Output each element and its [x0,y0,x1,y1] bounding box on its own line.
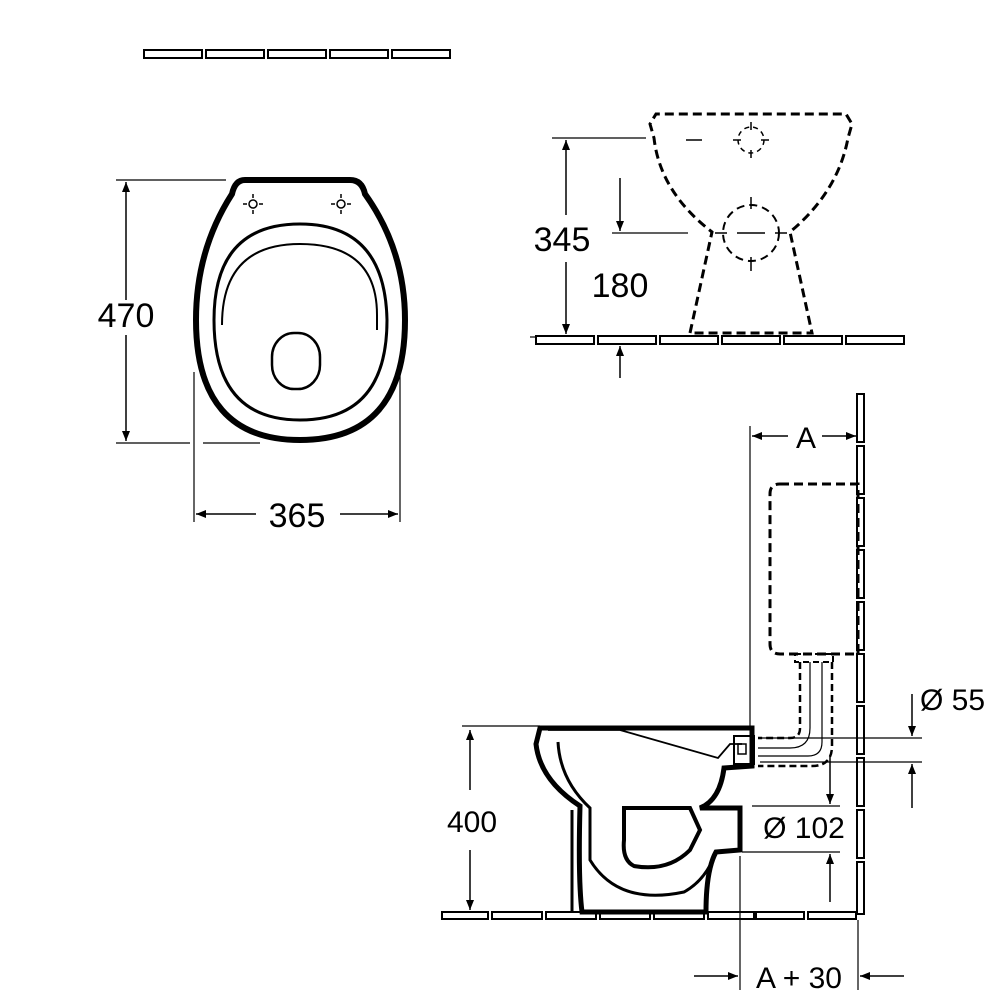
inlet-height-label: 180 [592,267,649,305]
inlet-diameter-label: Ø 55 [920,684,985,717]
bowl-inner-shape [221,242,378,330]
side-height-label: 400 [447,806,497,839]
center-mark-icon [686,122,769,158]
siphon-trap [556,741,718,897]
bowl-outer-rim [192,177,409,444]
bowl-front-outline [648,112,854,335]
front-height-label: 345 [534,221,591,259]
bowl-inner-rim [212,222,389,422]
outlet-diameter-label: Ø 102 [763,812,845,845]
cistern-outline [768,482,860,656]
width-label: 365 [269,497,326,535]
drain-opening [270,331,322,391]
flush-pipe [758,662,834,768]
outlet-distance-label: A + 30 [756,962,842,995]
floor-tiles-top [143,49,451,59]
side-view: A 400 Ø 55 Ø 102 A + 30 [441,393,985,995]
top-view: 470 365 [98,177,409,535]
front-view: 345 180 [530,112,905,378]
floor-tiles-side [441,911,857,920]
outlet-center-icon [715,197,787,271]
depth-label: 470 [98,297,155,335]
mounting-hole-icon [243,194,351,214]
wall-tiles [856,393,865,915]
floor-tiles-front [535,335,905,345]
wall-distance-label: A [796,422,816,455]
toilet-side-outline [533,725,755,915]
